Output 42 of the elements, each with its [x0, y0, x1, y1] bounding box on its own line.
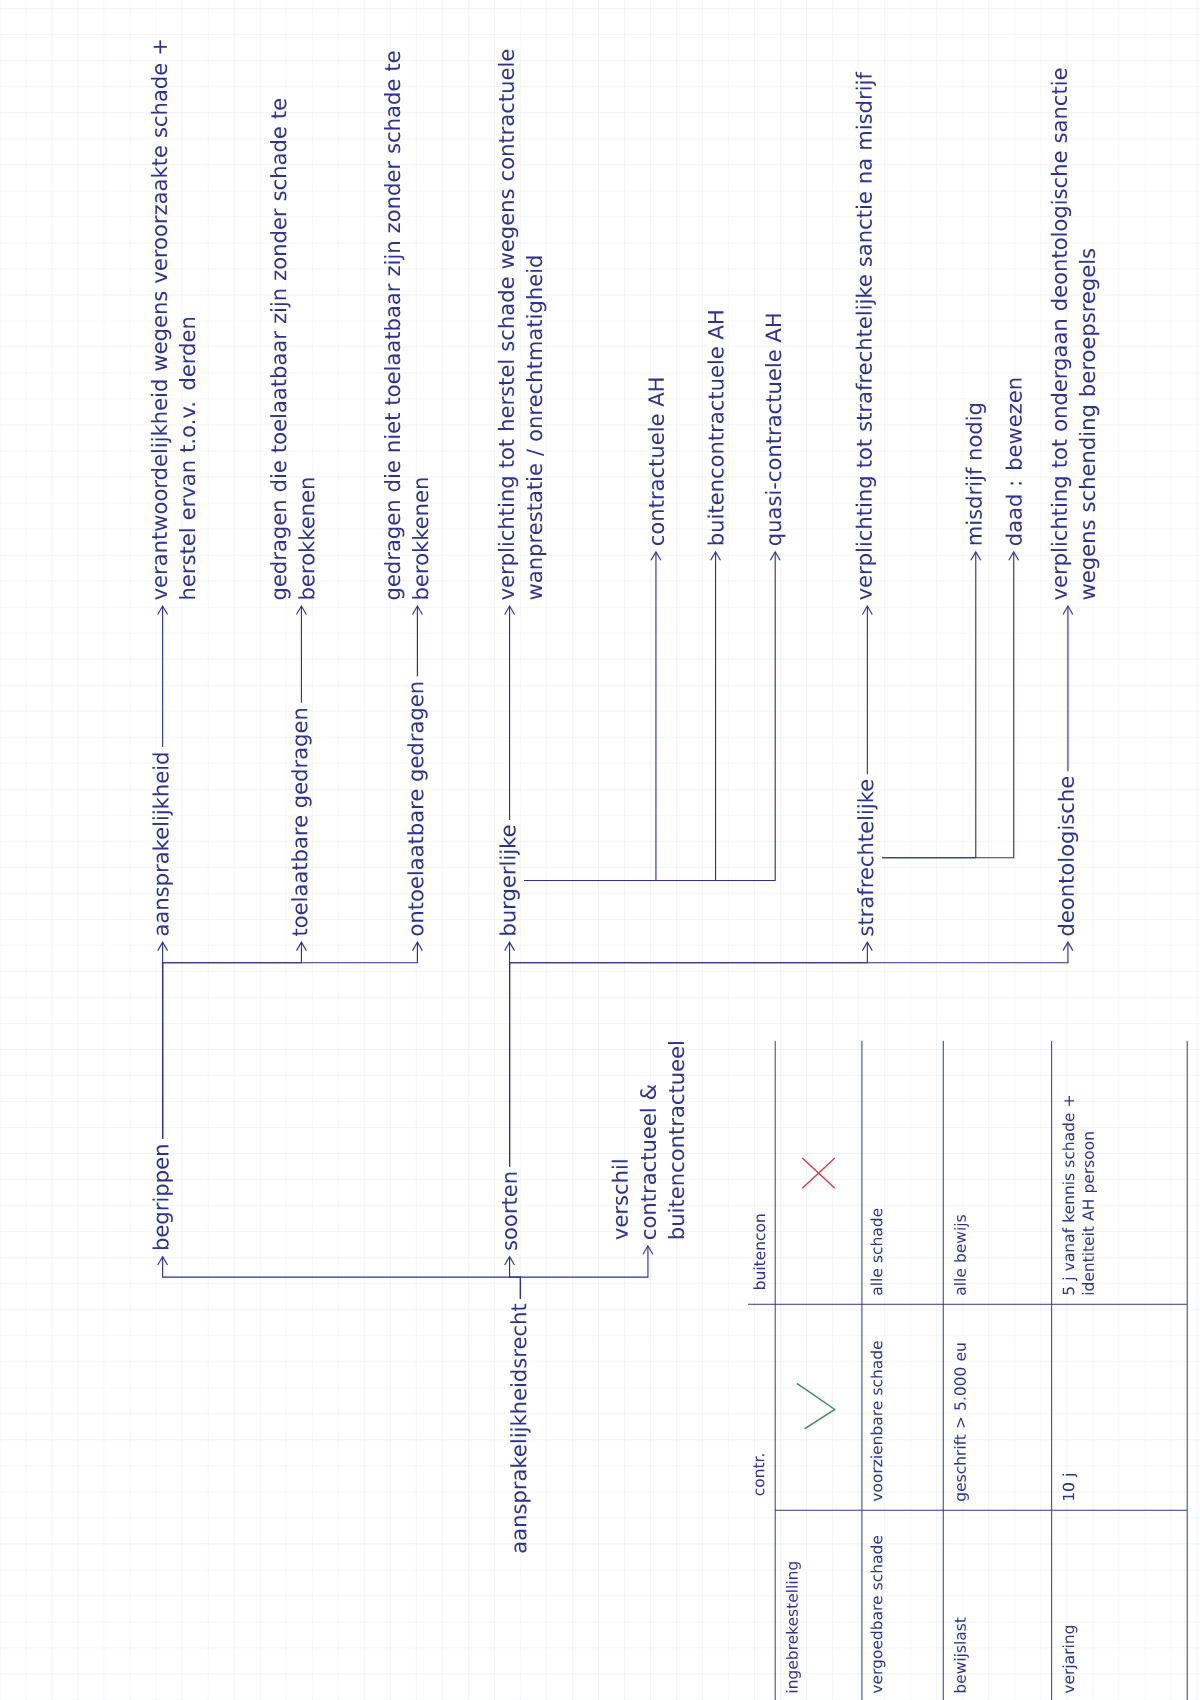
arrow	[523, 550, 781, 882]
subtype-label: buitencontractuele AH	[707, 311, 724, 545]
arrow	[508, 941, 1074, 1167]
table-header: contr.	[753, 1454, 765, 1496]
row-label: bewijslast	[953, 1617, 969, 1693]
term-label: burgerlijke	[499, 825, 520, 935]
arrow	[1062, 604, 1074, 772]
arrow	[881, 550, 1020, 859]
category-label: soorten	[501, 1172, 518, 1250]
arrow	[519, 1244, 654, 1300]
table-header: buitencon	[753, 1214, 766, 1289]
arrow	[504, 604, 515, 821]
row-label: ingebrekestelling	[785, 1562, 801, 1693]
topic-heading: aansprakelijkheidsrecht	[510, 1303, 531, 1553]
term-label: toelaatbare gedragen	[291, 708, 312, 936]
term-label: ontoelaatbare gedragen	[407, 682, 428, 936]
table-cell: 5 j vanaf kennis schade + identiteit AH persoon	[1062, 1096, 1097, 1295]
term-label: strafrechtelijke	[857, 780, 878, 936]
subtype-label: misdrijf nodig	[965, 403, 986, 545]
term-label: aansprakelijkheid	[152, 753, 173, 936]
row-label: verjaring	[1062, 1626, 1078, 1694]
term-label: deontologische	[1057, 776, 1079, 936]
arrow	[161, 941, 423, 1140]
arrow	[861, 604, 873, 775]
arrow	[295, 604, 307, 704]
definition-text: verplichting tot strafrechtelijke sanctie na misdrijf	[855, 71, 876, 600]
table-cell: alle schade	[870, 1208, 883, 1295]
table-cell: alle bewijs	[953, 1215, 969, 1295]
note-text: verschil contractueel & buitencontractueel	[611, 1042, 685, 1240]
table-cell: 10 j	[1062, 1474, 1078, 1501]
subtype-label: quasi-contractuele AH	[764, 314, 786, 546]
table-cell: geschrift > 5.000 eu	[953, 1343, 969, 1501]
arrow	[157, 604, 168, 748]
arrow	[411, 604, 423, 677]
definition-text: verantwoordelijkheid wegens veroorzaakte schade + herstel ervan t.o.v. derden	[150, 40, 196, 600]
subtype-label: contractuele AH	[647, 378, 664, 546]
row-label: vergoedbare schade	[870, 1535, 886, 1694]
definition-text: gedragen die niet toelaatbaar zijn zonder schade te berokkenen	[383, 51, 429, 600]
category-label: begrippen	[152, 1145, 173, 1250]
definition-text: gedragen die toelaatbaar zijn zonder schade te berokkenen	[270, 99, 315, 600]
table-cell: voorzienbare schade	[870, 1341, 883, 1502]
subtype-label: daad : bewezen	[1005, 378, 1022, 546]
